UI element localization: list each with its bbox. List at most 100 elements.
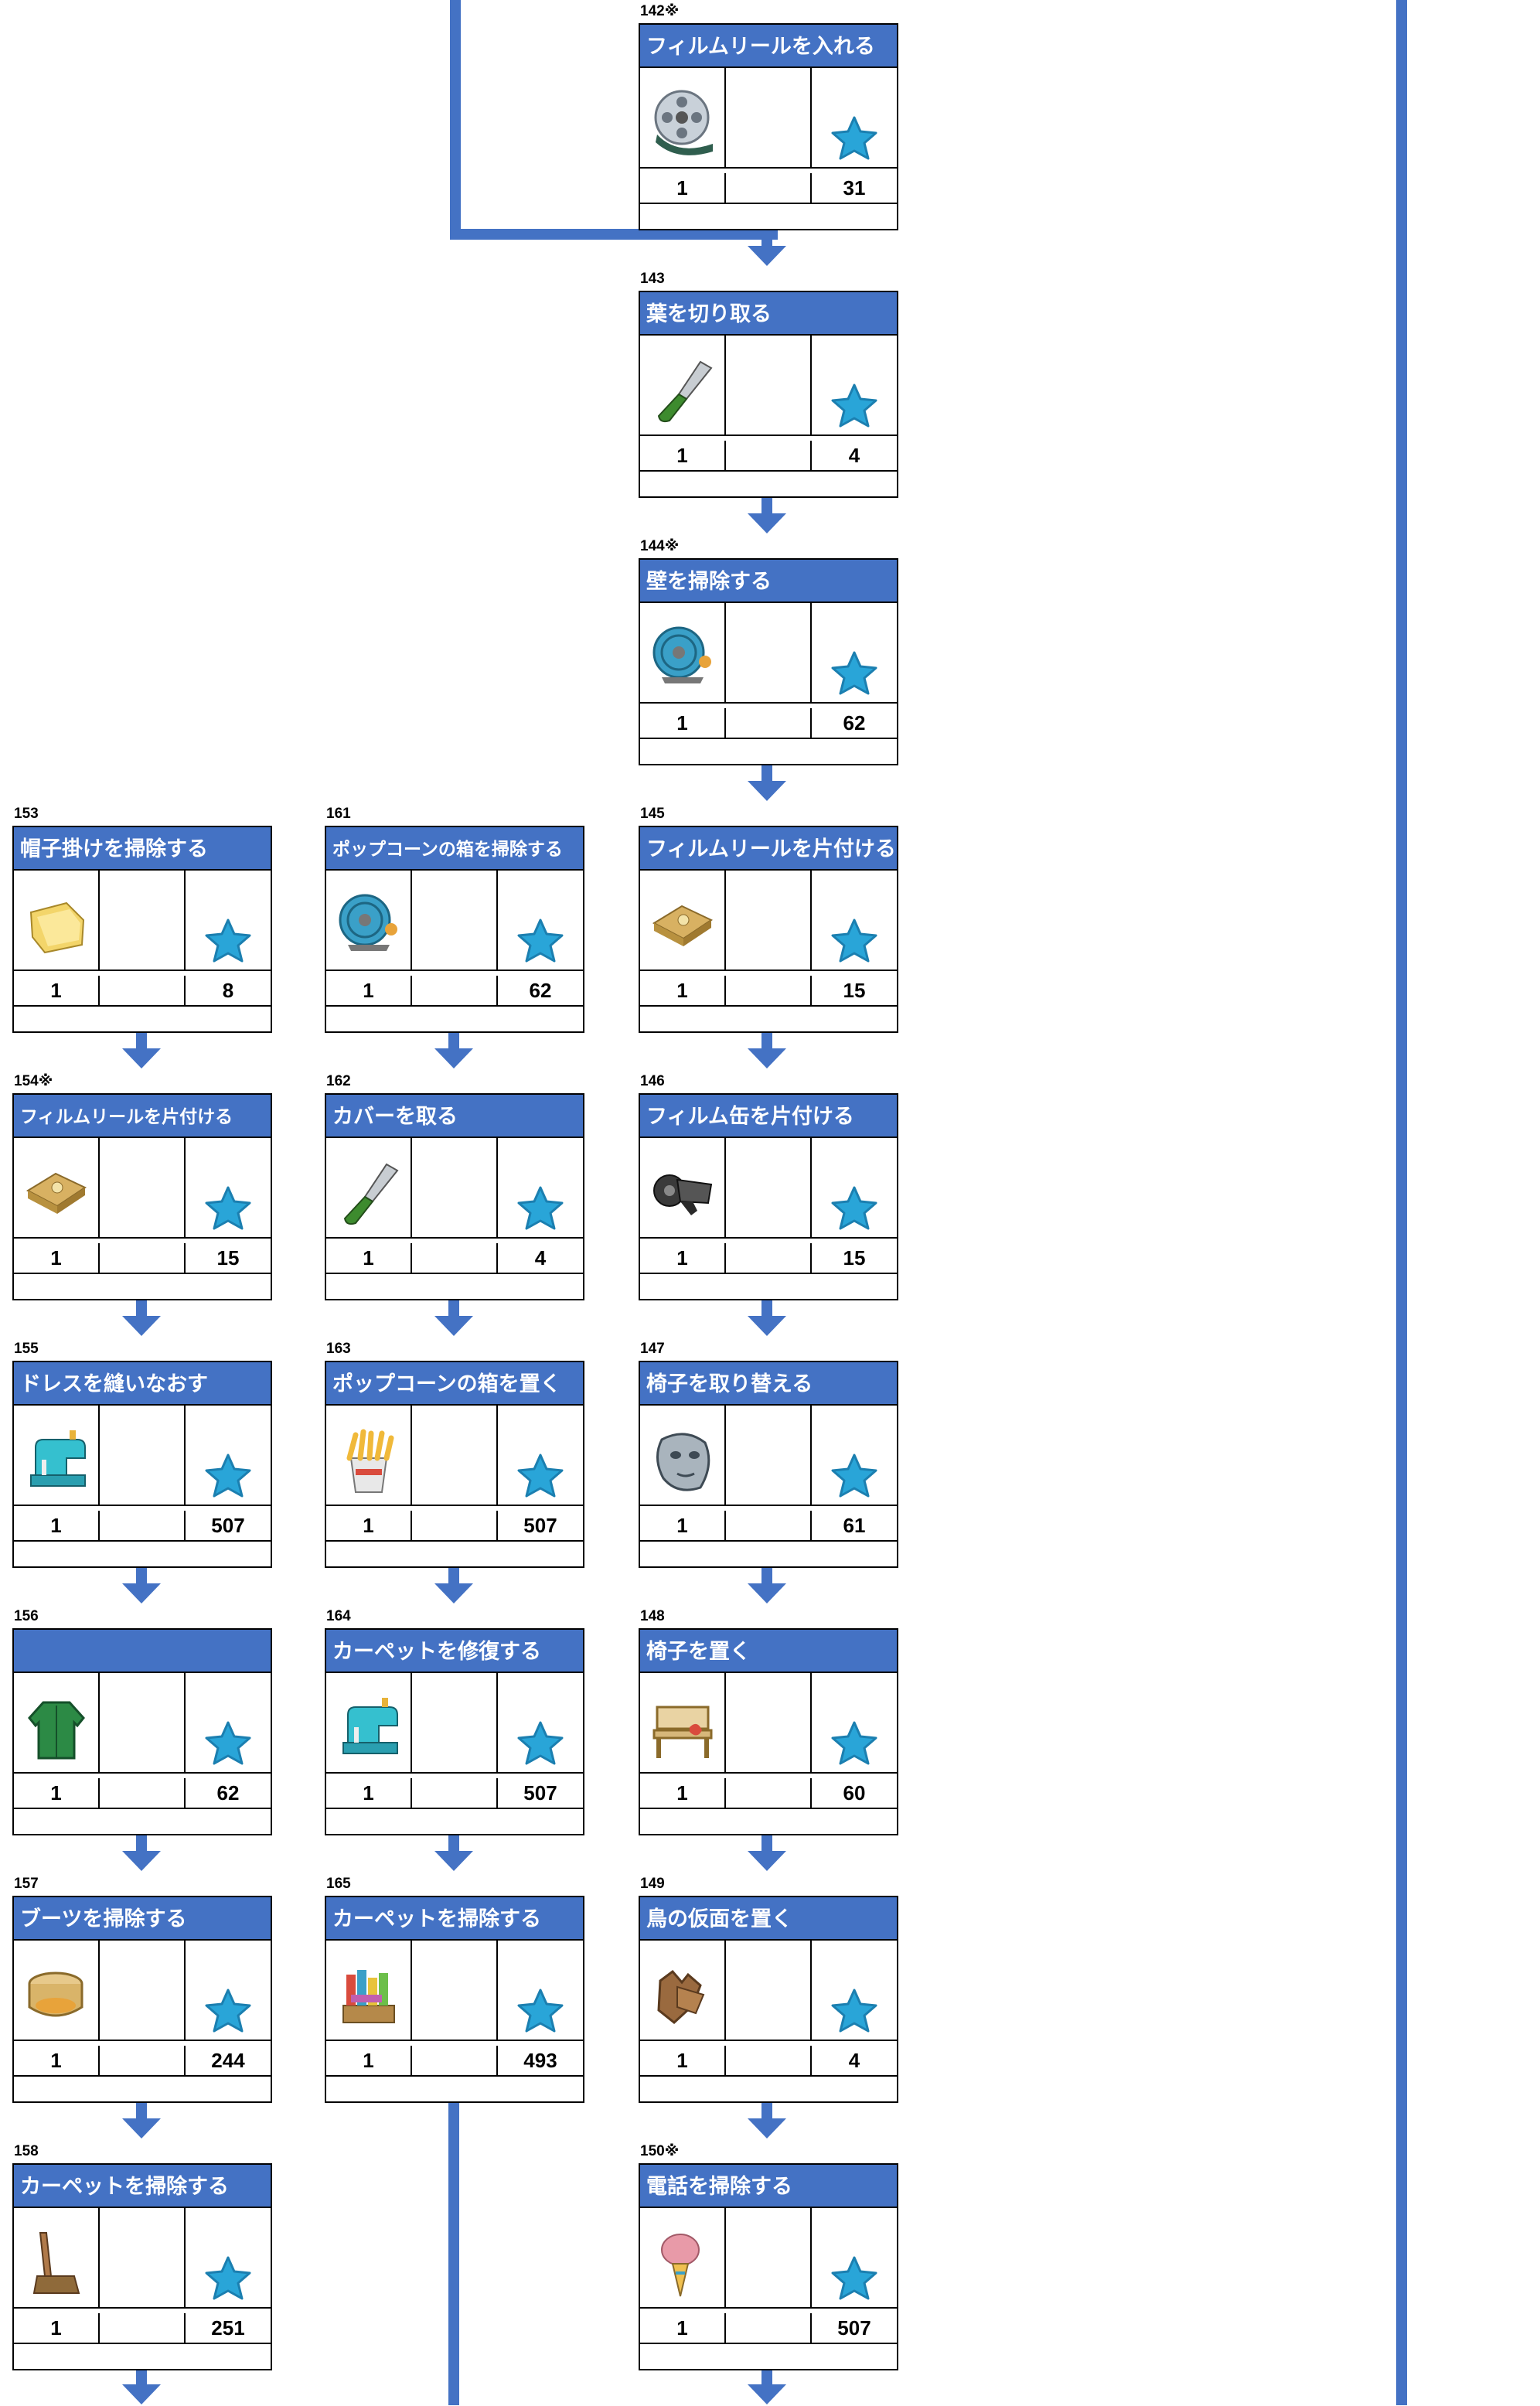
reward-value: 62 [843, 711, 866, 734]
star-reward-icon [831, 383, 877, 428]
task-number: 165 [326, 1876, 351, 1892]
star-reward-icon [831, 651, 877, 695]
quantity-value: 1 [640, 441, 726, 470]
task-title [14, 1630, 271, 1673]
task-title: 葉を切り取る [640, 292, 897, 336]
reward-value: 61 [843, 1514, 866, 1537]
connector-line-column2-bottom [448, 2089, 459, 2405]
bench-icon [652, 1706, 713, 1758]
broom-icon [32, 2232, 80, 2294]
task-title: 帽子掛けを掃除する [14, 827, 271, 871]
task-card: 162 カバーを取る 1 4 [325, 1073, 584, 1300]
star-reward-icon [517, 1721, 564, 1765]
knife-icon [343, 1163, 399, 1225]
task-card: 143 葉を切り取る 1 4 [639, 271, 898, 498]
task-title: カーペットを修復する [326, 1630, 583, 1673]
quantity-value: 1 [326, 1511, 412, 1540]
task-number: 154※ [14, 1073, 53, 1089]
quantity-value: 1 [14, 1778, 100, 1808]
quantity-value: 1 [640, 173, 726, 203]
star-reward-icon [831, 1989, 877, 2033]
reward-value: 15 [843, 1246, 866, 1269]
quantity-value: 1 [14, 2313, 100, 2343]
task-card: 163 ポップコーンの箱を置く 1 507 [325, 1341, 584, 1568]
reward-value: 507 [523, 1781, 557, 1804]
quantity-value: 1 [326, 1778, 412, 1808]
task-card: 145 フィルムリールを片付ける 1 15 [639, 806, 898, 1033]
reward-value: 251 [211, 2316, 245, 2340]
task-card: 150※ 電話を掃除する 1 507 [639, 2143, 898, 2370]
film-reel-icon [654, 90, 713, 155]
task-card: 154※ フィルムリールを片付ける 1 15 [12, 1073, 272, 1300]
connector-line-left-vertical [450, 0, 461, 240]
connector-line-right-vertical [1396, 0, 1407, 2405]
star-reward-icon [205, 918, 251, 963]
popcorn-icon [346, 1429, 394, 1493]
flow-arrow [434, 1286, 473, 1338]
quantity-value: 1 [14, 976, 100, 1005]
quantity-value: 1 [640, 2313, 726, 2343]
star-reward-icon [205, 1721, 251, 1765]
reward-value: 507 [837, 2316, 871, 2340]
reward-value: 4 [534, 1246, 547, 1269]
fabric-rolls-icon [342, 1970, 395, 2023]
star-reward-icon [831, 918, 877, 963]
task-title: フィルムリールを入れる [640, 25, 897, 68]
stone-mask-icon [656, 1433, 710, 1491]
task-title: 椅子を置く [640, 1630, 897, 1673]
task-number: 145 [640, 806, 665, 822]
task-card: 142※ フィルムリールを入れる 1 31 [639, 3, 898, 230]
task-title: ポップコーンの箱を置く [326, 1362, 583, 1406]
reward-value: 493 [523, 2049, 557, 2072]
cloth-icon [29, 901, 85, 954]
folded-cloth-icon [26, 1172, 87, 1214]
task-title: フィルムリールを片付ける [14, 1095, 271, 1138]
task-number: 147 [640, 1341, 665, 1357]
task-title: カーペットを掃除する [14, 2165, 271, 2208]
star-reward-icon [831, 1721, 877, 1765]
task-title: 壁を掃除する [640, 560, 897, 603]
task-number: 149 [640, 1876, 665, 1892]
sewing-machine-icon [342, 1698, 398, 1754]
task-card: 156 1 62 [12, 1608, 272, 1835]
quantity-value: 1 [326, 2046, 412, 2075]
feather-duster-icon [661, 2234, 700, 2297]
task-title: ブーツを掃除する [14, 1897, 271, 1941]
star-reward-icon [205, 1989, 251, 2033]
polish-tin-icon [28, 1971, 83, 2017]
reward-value: 62 [529, 979, 552, 1002]
hose-reel-icon [339, 894, 397, 951]
reward-value: 4 [848, 444, 860, 467]
quantity-value: 1 [14, 1243, 100, 1273]
task-number: 142※ [640, 3, 680, 19]
task-title: フィルム缶を片付ける [640, 1095, 897, 1138]
folded-cloth-icon [652, 905, 714, 946]
reward-value: 15 [843, 979, 866, 1002]
task-card: 165 カーペットを掃除する 1 493 [325, 1876, 584, 2103]
reward-value: 62 [216, 1781, 240, 1804]
task-number: 144※ [640, 538, 680, 554]
task-number: 148 [640, 1608, 665, 1624]
task-number: 158 [14, 2143, 39, 2159]
star-reward-icon [205, 1186, 251, 1230]
reward-value: 8 [222, 979, 234, 1002]
task-card: 146 フィルム缶を片付ける 1 15 [639, 1073, 898, 1300]
quantity-value: 1 [640, 1243, 726, 1273]
task-title: 鳥の仮面を置く [640, 1897, 897, 1941]
task-title: ポップコーンの箱を掃除する [326, 827, 583, 871]
task-title: 椅子を取り替える [640, 1362, 897, 1406]
reward-value: 15 [216, 1246, 240, 1269]
task-title: 電話を掃除する [640, 2165, 897, 2208]
task-card: 147 椅子を取り替える 1 61 [639, 1341, 898, 1568]
task-title: フィルムリールを片付ける [640, 827, 897, 871]
task-number: 156 [14, 1608, 39, 1624]
star-reward-icon [205, 2256, 251, 2300]
star-reward-icon [517, 1989, 564, 2033]
task-card: 153 帽子掛けを掃除する 1 8 [12, 806, 272, 1033]
quantity-value: 1 [326, 1243, 412, 1273]
task-title: カーペットを掃除する [326, 1897, 583, 1941]
task-number: 161 [326, 806, 351, 822]
task-number: 163 [326, 1341, 351, 1357]
task-card: 144※ 壁を掃除する 1 62 [639, 538, 898, 765]
reward-value: 507 [211, 1514, 245, 1537]
